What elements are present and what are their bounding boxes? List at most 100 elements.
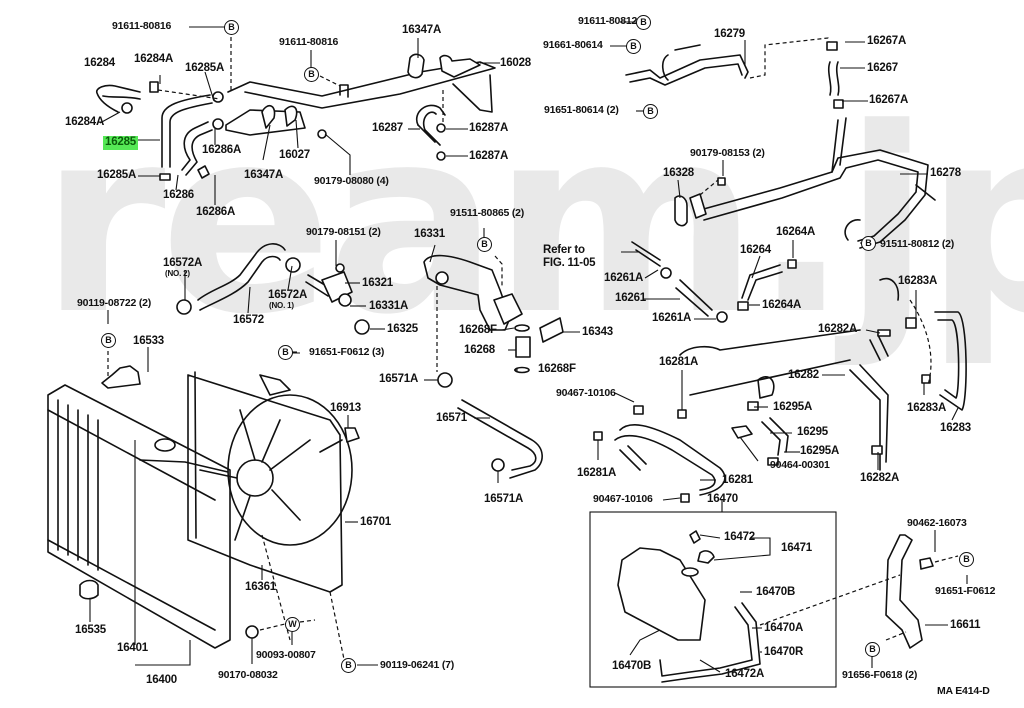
part-label[interactable]: 16325 <box>387 323 418 335</box>
part-label[interactable]: 16284 <box>84 57 115 69</box>
part-label[interactable]: 16027 <box>279 149 310 161</box>
part-label[interactable]: 16267 <box>867 62 898 74</box>
part-label[interactable]: 16295A <box>800 445 840 457</box>
part-label[interactable]: 16572 <box>233 314 264 326</box>
part-label[interactable]: 16282A <box>860 472 900 484</box>
part-label[interactable]: 91611-80816 <box>112 20 172 32</box>
part-label[interactable]: 16470R <box>764 646 804 658</box>
part-label[interactable]: 16283A <box>907 402 947 414</box>
part-label[interactable]: 16571A <box>379 373 419 385</box>
part-label[interactable]: 16285A <box>185 62 225 74</box>
part-label[interactable]: 16268 <box>464 344 495 356</box>
part-label[interactable]: 16331A <box>369 300 409 312</box>
part-label[interactable]: 16282 <box>788 369 819 381</box>
part-label[interactable]: 16028 <box>500 57 531 69</box>
part-label[interactable]: 16401 <box>117 642 148 654</box>
part-label[interactable]: 16286 <box>163 189 194 201</box>
part-label[interactable]: 16321 <box>362 277 393 289</box>
part-label[interactable]: 91656-F0618 (2) <box>842 669 918 681</box>
part-label[interactable]: 16470 <box>707 493 738 505</box>
part-label-highlighted[interactable]: 16285 <box>103 136 138 150</box>
part-label[interactable]: 90179-08151 (2) <box>306 226 381 238</box>
part-label[interactable]: 16264 <box>740 244 771 256</box>
refer-note-link[interactable]: FIG. 11-05 <box>543 257 596 269</box>
part-label[interactable]: 16264A <box>776 226 816 238</box>
part-label[interactable]: 90119-08722 (2) <box>77 297 152 309</box>
part-label[interactable]: 16287A <box>469 122 509 134</box>
part-label[interactable]: 16267A <box>867 35 907 47</box>
part-label[interactable]: 90093-00807 <box>256 649 316 661</box>
part-label[interactable]: 16268F <box>459 324 497 336</box>
part-label[interactable]: 16611 <box>950 619 981 631</box>
part-label[interactable]: 16571A <box>484 493 524 505</box>
part-label[interactable]: 91651-F0612 (3) <box>309 346 385 358</box>
part-label[interactable]: 16472A <box>725 668 765 680</box>
part-label[interactable]: 91511-80865 (2) <box>450 207 525 219</box>
part-label[interactable]: 16400 <box>146 674 177 686</box>
part-label[interactable]: 16284A <box>65 116 105 128</box>
part-label[interactable]: 90119-06241 (7) <box>380 659 455 671</box>
part-label[interactable]: 16279 <box>714 28 745 40</box>
fan-shroud-16701 <box>187 371 353 593</box>
part-label[interactable]: 16281A <box>577 467 617 479</box>
part-label[interactable]: 16472 <box>724 531 755 543</box>
part-label[interactable]: 91511-80812 (2) <box>880 238 955 250</box>
part-label[interactable]: 16361 <box>245 581 276 593</box>
part-label[interactable]: 16471 <box>781 542 812 554</box>
part-label[interactable]: 91651-F0612 <box>935 585 996 597</box>
bolt-marker: B <box>643 104 658 119</box>
part-label[interactable]: 16283 <box>940 422 971 434</box>
part-label[interactable]: 16470B <box>612 660 652 672</box>
part-label[interactable]: 16278 <box>930 167 961 179</box>
part-label[interactable]: 91611-80816 <box>279 36 339 48</box>
part-label[interactable]: 16533 <box>133 335 164 347</box>
part-label[interactable]: 90467-10106 <box>593 493 653 505</box>
part-label[interactable]: 91661-80614 <box>543 39 603 51</box>
outlet-16321 <box>305 263 370 335</box>
part-label[interactable]: 16571 <box>436 412 467 424</box>
part-label[interactable]: 16261A <box>604 272 644 284</box>
part-label[interactable]: 90462-16073 <box>907 517 967 529</box>
part-label[interactable]: 91611-80812 <box>578 15 638 27</box>
part-label[interactable]: 16328 <box>663 167 694 179</box>
part-label[interactable]: 16261A <box>652 312 692 324</box>
part-label[interactable]: 90179-08153 (2) <box>690 147 765 159</box>
part-label[interactable]: 16535 <box>75 624 106 636</box>
part-label[interactable]: 16267A <box>869 94 909 106</box>
part-label[interactable]: 16287A <box>469 150 509 162</box>
part-label[interactable]: 16285A <box>97 169 137 181</box>
part-label[interactable]: 16264A <box>762 299 802 311</box>
hose-16282 <box>679 329 891 471</box>
bolt-marker: B <box>626 39 641 54</box>
part-label[interactable]: 90170-08032 <box>218 669 278 681</box>
part-label[interactable]: 90179-08080 (4) <box>314 175 389 187</box>
part-label[interactable]: 16470B <box>756 586 796 598</box>
part-label[interactable]: 16343 <box>582 326 613 338</box>
part-label[interactable]: 16572A <box>163 257 203 269</box>
part-label[interactable]: 16572A <box>268 289 308 301</box>
part-label[interactable]: 16268F <box>538 363 576 375</box>
part-label[interactable]: 16347A <box>402 24 442 36</box>
part-label[interactable]: 16295 <box>797 426 828 438</box>
part-label[interactable]: 16347A <box>244 169 284 181</box>
part-label[interactable]: 16295A <box>773 401 813 413</box>
part-label[interactable]: 16282A <box>818 323 858 335</box>
part-label[interactable]: 16331 <box>414 228 445 240</box>
part-label[interactable]: 16281 <box>722 474 753 486</box>
part-label[interactable]: 16261 <box>615 292 646 304</box>
bracket-16533 <box>101 365 141 389</box>
part-label[interactable]: 90464-00301 <box>770 459 830 471</box>
part-label[interactable]: 91651-80614 (2) <box>544 104 619 116</box>
refer-note: Refer to <box>543 244 585 256</box>
part-label[interactable]: 16287 <box>372 122 403 134</box>
part-label[interactable]: 16286A <box>202 144 242 156</box>
part-label[interactable]: 16281A <box>659 356 699 368</box>
part-label[interactable]: 16701 <box>360 516 391 528</box>
part-label[interactable]: 16286A <box>196 206 236 218</box>
part-label[interactable]: 16913 <box>330 402 361 414</box>
part-label[interactable]: 90467-10106 <box>556 387 616 399</box>
part-label[interactable]: 16283A <box>898 275 938 287</box>
part-label[interactable]: 16470A <box>764 622 804 634</box>
part-label[interactable]: 16284A <box>134 53 174 65</box>
